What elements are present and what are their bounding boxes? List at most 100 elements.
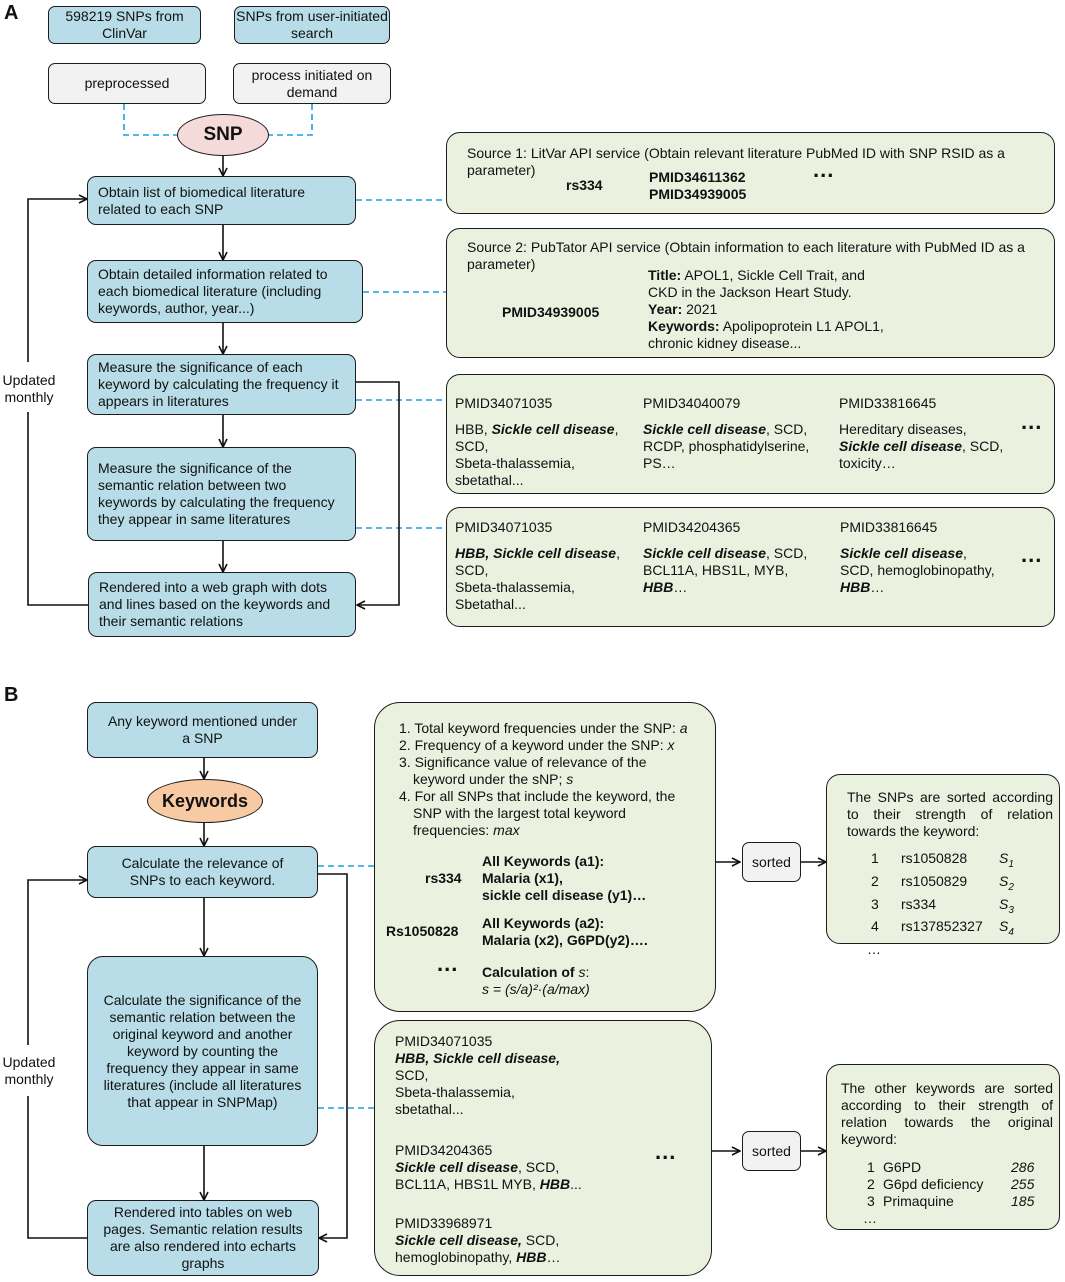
calc-rs1050828: Rs1050828 [386, 923, 459, 939]
step-snp-relevance: Calculate the relevance of SNPs to each … [87, 846, 318, 898]
row-s: S2 [999, 872, 1014, 893]
kw-col1-a: HBB, [455, 421, 488, 437]
rel-col3-pmid: PMID33816645 [840, 519, 938, 535]
any-keyword-text: Any keyword mentioned under a SNP [107, 713, 298, 746]
updated-monthly-b: Updated monthly [0, 1054, 58, 1088]
calc-l4b: SNP with the largest total keyword [413, 805, 626, 821]
row-n: 4 [871, 918, 879, 935]
semantic-relation-box: PMID34071035 HBB, Sickle cell disease, S… [446, 507, 1055, 627]
on-demand-box: process initiated on demand [233, 63, 391, 104]
snp-oval-text: SNP [203, 124, 243, 145]
lit-p1: PMID34071035 HBB, Sickle cell disease, S… [395, 1033, 645, 1118]
kw-col1-e: Sbeta-thalassemia, [455, 455, 575, 471]
snp-sorted-header: The SNPs are sorted according to their s… [847, 789, 1053, 839]
step-semantic-relation: Measure the significance of the semantic… [87, 447, 356, 541]
step-obtain-details: Obtain detailed information related to e… [87, 260, 363, 323]
lit-p3-e: … [546, 1249, 561, 1265]
row-n: 3 [871, 895, 879, 912]
row-v: 255 [1011, 1176, 1035, 1192]
calculation-box: 1. Total keyword frequencies under the S… [374, 702, 716, 1012]
source1-box: Source 1: LitVar API service (Obtain rel… [446, 132, 1055, 214]
calc-rs1050828-details: All Keywords (a2): Malaria (x2), G6PD(y2… [482, 915, 707, 949]
updated-monthly-a: Updated monthly [0, 372, 58, 406]
source2-details: Title: APOL1, Sickle Cell Trait, and CKD… [648, 267, 884, 352]
step-obtain-literature: Obtain list of biomedical literature rel… [87, 176, 356, 225]
row-n: 1 [867, 1159, 875, 1175]
calc-definitions: 1. Total keyword frequencies under the S… [399, 720, 709, 839]
calc-formula: s = (s/a)²·(a/max) [482, 981, 590, 997]
kw-col3-c: , SCD, [961, 438, 1004, 454]
rel-col2-pmid: PMID34204365 [643, 519, 741, 535]
lit-p3-pmid: PMID33968971 [395, 1215, 493, 1231]
any-keyword-box: Any keyword mentioned under a SNP [87, 702, 318, 758]
step-obtain-details-text: Obtain detailed information related to e… [98, 266, 328, 316]
source1-rsid: rs334 [566, 177, 603, 193]
row-kw: G6PD [883, 1159, 922, 1175]
rel-col2-d: HBB [643, 579, 674, 595]
calc-label: Calculation of [482, 964, 575, 980]
kw-col3-b: Sickle cell disease [839, 438, 962, 454]
source1-ellipsis: ... [813, 157, 835, 182]
step-keyword-significance: Measure the significance of each keyword… [87, 354, 356, 415]
kw-col1-d: SCD, [455, 438, 489, 454]
row-id: rs334 [901, 895, 937, 912]
lit-p3-b: SCD, [525, 1232, 560, 1248]
kw-sorted-header: The other keywords are sorted according … [841, 1080, 1053, 1147]
calc-rs334-a: All Keywords (a1): [482, 853, 605, 869]
year-label: Year: [648, 301, 683, 317]
step-obtain-literature-text: Obtain list of biomedical literature rel… [98, 183, 305, 217]
rel-col3-c: SCD, hemoglobinopathy, [840, 562, 995, 578]
calc-rs1050828-b: Malaria (x2), G6PD(y2)…. [482, 932, 648, 948]
calc-var: s [578, 964, 586, 980]
lit-p3-c: hemoglobinopathy, [395, 1249, 513, 1265]
lit-ellipsis: ... [655, 1139, 677, 1164]
row-kw: G6pd deficiency [883, 1176, 984, 1192]
calc-l3a: 3. Significance value of relevance of th… [399, 754, 647, 770]
calc-l4-var: max [493, 822, 520, 838]
step-keyword-significance-text: Measure the significance of each keyword… [98, 359, 339, 409]
step-semantic-significance: Calculate the significance of the semant… [87, 956, 318, 1146]
kw-col2-d: PS… [643, 455, 676, 471]
step-snp-relevance-text: Calculate the relevance of SNPs to each … [121, 855, 284, 888]
lit-p2-c: BCL11A, HBS1L MYB, [395, 1176, 536, 1192]
rel-box-ellipsis: ... [1021, 542, 1043, 567]
source1-text: Source 1: LitVar API service (Obtain rel… [467, 145, 1005, 178]
kw-col2-b: , SCD, [765, 421, 808, 437]
kw-col2-c: RCDP, phosphatidylserine, [643, 438, 810, 454]
row-v: 185 [1011, 1193, 1035, 1209]
calc-rs1050828-a: All Keywords (a2): [482, 915, 605, 931]
rel-col3: PMID33816645 Sickle cell disease, SCD, h… [840, 519, 1015, 596]
rel-col2-a: Sickle cell disease [643, 545, 766, 561]
kw-box-ellipsis: ... [1021, 409, 1043, 434]
source2-pmid: PMID34939005 [502, 304, 600, 320]
rel-col1-b: , [616, 545, 620, 561]
clinvar-source-box: 598219 SNPs from ClinVar [48, 6, 201, 44]
lit-p1-b: SCD, [395, 1067, 429, 1083]
rel-col1-e: Sbetathal... [455, 596, 526, 612]
rel-col1-c: SCD, [455, 562, 489, 578]
kw-col1-pmid: PMID34071035 [455, 395, 553, 411]
calc-rs334-details: All Keywords (a1): Malaria (x1), sickle … [482, 853, 702, 904]
kw-col3-pmid: PMID33816645 [839, 395, 937, 411]
lit-p2: PMID34204365 Sickle cell disease, SCD, B… [395, 1142, 655, 1193]
panel-b-label: B [4, 684, 19, 706]
sorted-2-text: sorted [752, 1142, 791, 1159]
kw-col3-a: Hereditary diseases, [839, 421, 967, 437]
source1-pmid-b: PMID34939005 [649, 186, 747, 202]
row-n: 3 [867, 1193, 875, 1209]
calc-l2-var: x [667, 737, 675, 753]
year-value: 2021 [686, 301, 718, 317]
calc-l3-var: s [566, 771, 574, 787]
kw-col3-d: toxicity… [839, 455, 896, 471]
kw-col1: PMID34071035 HBB, Sickle cell disease, S… [455, 395, 635, 489]
keyword-sorted-box: The other keywords are sorted according … [826, 1064, 1060, 1230]
calc-rs334: rs334 [425, 870, 462, 886]
row-id: rs1050829 [901, 872, 968, 889]
calc-rs334-b: Malaria (x1), [482, 870, 563, 886]
kw-sorted-ellipsis: … [863, 1210, 877, 1226]
calc-l4a: 4. For all SNPs that include the keyword… [399, 788, 676, 804]
